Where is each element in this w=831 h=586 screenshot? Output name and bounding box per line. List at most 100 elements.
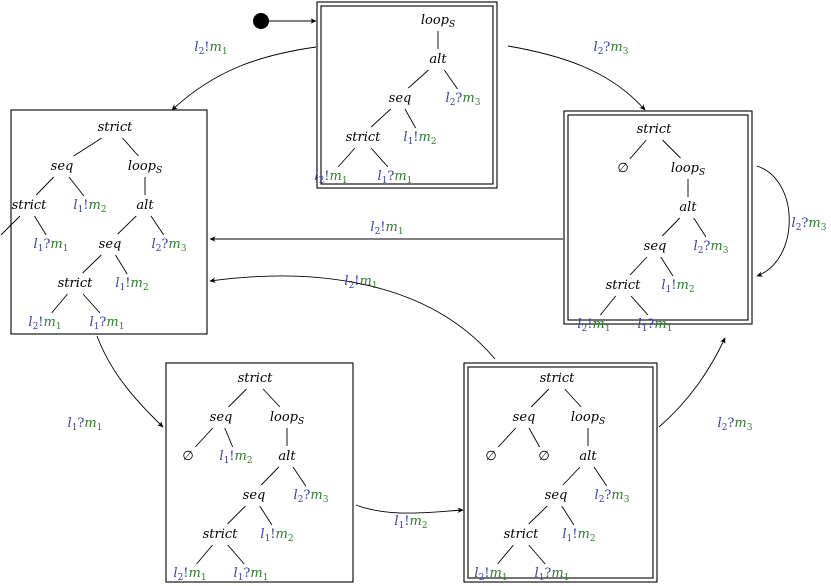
strict-node: strict (12, 198, 48, 213)
tree-edge (370, 147, 389, 168)
tree-edge (51, 293, 68, 314)
tree-edge (73, 137, 102, 157)
state-s1: strictseqstrict∅l1?m1l1!m2loopSaltseqstr… (0, 109, 208, 335)
transition-label: l2!m1 (344, 274, 377, 291)
tree-edge (34, 215, 47, 236)
event-label: l2?m3 (152, 237, 187, 254)
tree-edge (662, 139, 681, 159)
strict-node: strict (540, 371, 576, 386)
transition-label: l1?m1 (68, 416, 103, 433)
tree-edge (224, 427, 234, 448)
transition-s0-to-s2 (507, 45, 646, 111)
tree-edge (497, 427, 517, 448)
tree-edge (227, 505, 246, 525)
loop-node: loopS (128, 159, 162, 176)
transition-label: l2?m3 (718, 416, 753, 433)
transition-s2-to-s2 (756, 165, 790, 277)
event-label: l1?m1 (234, 566, 269, 583)
alt-node: alt (679, 200, 697, 215)
tree-edge (660, 256, 674, 277)
seq-node: seq (243, 488, 266, 503)
empty-set-symbol: ∅ (485, 449, 496, 464)
event-label: l2!m1 (173, 566, 206, 583)
loop-node: loopS (421, 13, 455, 30)
empty-set-symbol: ∅ (617, 161, 628, 176)
event-label: l2?m3 (595, 488, 630, 505)
transition-label: l1!m2 (394, 514, 427, 531)
empty-set-symbol: ∅ (182, 449, 193, 464)
tree-edge (562, 466, 581, 486)
event-label: l1?m1 (34, 237, 69, 254)
tree-edge (404, 108, 416, 129)
event-label: l2!m1 (314, 169, 347, 186)
event-label: l1!m2 (403, 130, 436, 147)
event-label: l1?m1 (90, 315, 125, 332)
seq-node: seq (545, 488, 568, 503)
loop-node: loopS (270, 410, 304, 427)
tree-edge (194, 427, 214, 448)
tree-edge (228, 388, 247, 408)
state-box (10, 109, 208, 335)
event-label: l1!m2 (73, 198, 106, 215)
event-label: l2!m1 (474, 566, 507, 583)
tree-edge (693, 217, 707, 238)
seq-node: seq (210, 410, 233, 425)
state-s3: strict seq ∅ l1!m2 loopS alt seq strict l2!m1 l1?… (165, 362, 354, 583)
event-label: l1!m2 (661, 278, 694, 295)
accepting-inner-border (567, 114, 749, 321)
event-label: l1!m2 (219, 449, 252, 466)
seq-node: seq (644, 239, 667, 254)
strict-node: strict (203, 527, 239, 542)
tree-edge (497, 544, 514, 565)
empty-set-symbol: ∅ (538, 449, 549, 464)
tree-edge (227, 544, 245, 565)
tree-edge (259, 505, 273, 526)
tree-edge (629, 139, 647, 160)
transition-label: l2?m3 (792, 216, 827, 233)
tree-edge (370, 108, 392, 128)
alt-node: alt (429, 52, 447, 67)
state-box (165, 362, 354, 583)
tree-edge (82, 293, 101, 314)
event-label: l1?m1 (378, 169, 413, 186)
tree-edge (443, 69, 458, 90)
event-label: l2?m3 (446, 91, 481, 108)
strict-node: strict (504, 527, 540, 542)
strict-node: strict (637, 122, 673, 137)
tree-edge (630, 295, 649, 316)
event-label: l2?m3 (294, 488, 329, 505)
tree-edge (122, 137, 139, 157)
tree-edge (528, 544, 546, 565)
alt-node: alt (579, 449, 597, 464)
tree-edge (262, 388, 281, 408)
seq-node: seq (389, 91, 412, 106)
loop-node: loopS (671, 161, 705, 178)
tree-edge (337, 147, 356, 168)
strict-node: strict (346, 130, 382, 145)
tree-edge (35, 176, 55, 196)
tree-edge (528, 505, 548, 525)
tree-edge (115, 254, 128, 275)
loop-node: loopS (571, 410, 605, 427)
transition-s4-to-s1 (209, 275, 496, 360)
transition-s1-to-s3 (96, 335, 164, 428)
event-label: l2!m1 (577, 317, 610, 334)
event-label: l2?m3 (694, 239, 729, 256)
tree-edge (661, 217, 681, 237)
tree-edge (82, 254, 102, 274)
event-label: l2!m1 (28, 315, 61, 332)
alt-node: alt (278, 449, 296, 464)
strict-node: strict (238, 371, 274, 386)
tree-edge (564, 388, 582, 408)
transitions (96, 13, 790, 514)
accepting-inner-border (467, 366, 654, 579)
transition-labels: l2!m1 l2?m3 l2?m3 l2!m1 l2!m1 l1?m1 l1!m2 l2?m3 (68, 40, 827, 531)
alt-node: alt (136, 198, 154, 213)
tree-edge (600, 295, 617, 316)
transition-label: l2?m3 (594, 40, 629, 57)
initial-state-marker (253, 13, 317, 29)
transition-label: l2!m1 (194, 40, 227, 57)
tree-edge (196, 544, 213, 565)
